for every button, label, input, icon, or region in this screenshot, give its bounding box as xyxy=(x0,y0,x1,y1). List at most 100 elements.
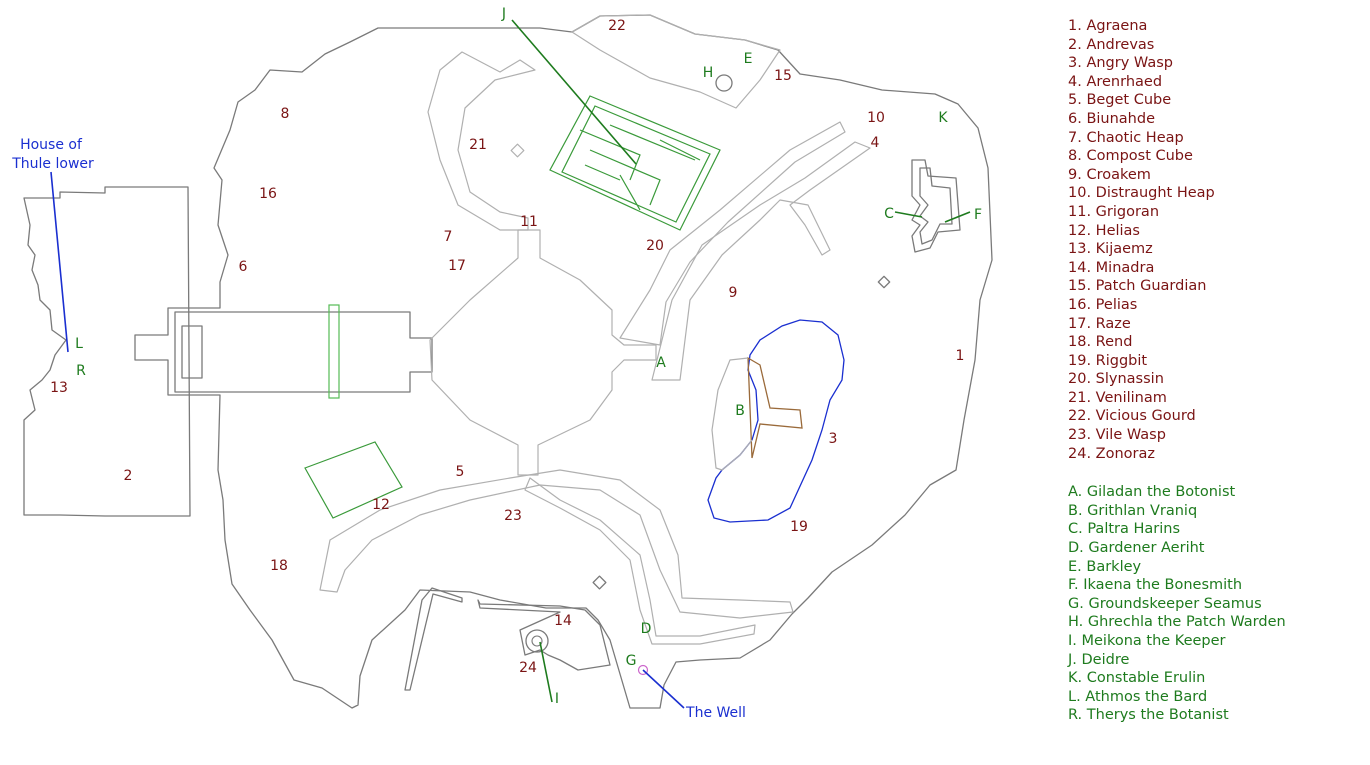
mob-map-label: 15 xyxy=(774,68,792,84)
ne-shrine xyxy=(715,74,733,92)
mob-legend-item: 17. Raze xyxy=(1068,315,1131,332)
npc-map-label: C xyxy=(884,206,894,222)
mob-legend-item: 12. Helias xyxy=(1068,222,1140,239)
east-building xyxy=(911,159,961,253)
green-gate xyxy=(328,304,340,399)
npc-legend-item: G. Groundskeeper Seamus xyxy=(1068,595,1262,612)
pond xyxy=(707,319,845,523)
npc-map-label: B xyxy=(735,403,745,419)
outer-wall xyxy=(134,14,993,709)
mob-map-label: 21 xyxy=(469,137,487,153)
mob-map-label: 8 xyxy=(281,106,290,122)
mob-map-label: 24 xyxy=(519,660,537,676)
npc-legend-item: H. Ghrechla the Patch Warden xyxy=(1068,614,1286,631)
north-path xyxy=(427,51,536,231)
npc-legend-item: E. Barkley xyxy=(1068,558,1142,575)
mob-map-label: 23 xyxy=(504,508,522,524)
mob-map-label: 19 xyxy=(790,519,808,535)
mob-legend-item: 22. Vicious Gourd xyxy=(1068,408,1196,425)
mob-legend-item: 19. Riggbit xyxy=(1068,352,1148,369)
npc-legend-item: I. Meikona the Keeper xyxy=(1068,633,1226,649)
npc-legend-item: F. Ikaena the Bonesmith xyxy=(1068,577,1243,594)
south-path xyxy=(319,469,794,619)
stone-marker-1 xyxy=(510,143,525,158)
mob-legend-item: 13. Kijaemz xyxy=(1068,241,1153,258)
west-hall xyxy=(174,311,433,393)
mob-legend-item: 15. Patch Guardian xyxy=(1068,278,1207,295)
mob-legend-item: 2. Andrevas xyxy=(1068,36,1155,53)
garden-plot xyxy=(304,441,403,519)
npc-legend-item: D. Gardener Aeriht xyxy=(1068,540,1205,557)
mob-map-label: 5 xyxy=(456,464,465,480)
mob-legend-item: 4. Arenrhaed xyxy=(1068,73,1163,90)
npc-legend-item: L. Athmos the Bard xyxy=(1068,688,1208,705)
mob-legend-item: 21. Venilinam xyxy=(1068,389,1167,406)
mob-legend-item: 18. Rend xyxy=(1068,334,1133,351)
south-inner-path xyxy=(524,477,756,645)
south-enclosure-2 xyxy=(477,599,611,671)
mob-map-label: 4 xyxy=(871,135,880,151)
npc-map-label: H xyxy=(703,65,714,81)
house-of-thule-wall xyxy=(23,186,191,517)
npc-legend-item: C. Paltra Harins xyxy=(1068,521,1181,538)
east-path xyxy=(619,121,846,346)
poi-map-label: The Well xyxy=(685,705,746,721)
mob-legend-item: 16. Pelias xyxy=(1068,296,1138,313)
npc-map-label: A xyxy=(656,355,666,371)
poi-map-label: House of xyxy=(20,137,83,153)
mob-map-label: 2 xyxy=(124,468,133,484)
deidre-pointer xyxy=(511,19,637,165)
mob-map-label: 7 xyxy=(444,229,453,245)
npc-map-label: L xyxy=(75,336,83,352)
stone-marker-2 xyxy=(877,275,891,289)
mob-map-label: 1 xyxy=(956,348,965,364)
mob-map-label: 6 xyxy=(239,259,248,275)
mob-map-label: 12 xyxy=(372,497,390,513)
mob-map-label: 9 xyxy=(729,285,738,301)
paltra-pointer xyxy=(894,211,923,218)
meikona-pointer xyxy=(539,641,553,703)
mob-legend-item: 7. Chaotic Heap xyxy=(1068,129,1184,146)
poi-map-label: Thule lower xyxy=(11,156,94,172)
central-plaza xyxy=(429,229,657,476)
npc-map-label: D xyxy=(641,621,652,637)
mob-map-label: 18 xyxy=(270,558,288,574)
map-walls xyxy=(23,14,993,709)
npc-map-label: K xyxy=(938,110,948,126)
stone-marker-3 xyxy=(592,575,607,590)
east-path-2 xyxy=(651,141,871,381)
mob-legend-item: 1. Agraena xyxy=(1068,18,1148,34)
well-pit xyxy=(525,629,549,653)
mob-legend-item: 3. Angry Wasp xyxy=(1068,55,1173,72)
npc-map-label: G xyxy=(626,653,637,669)
npc-legend-item: A. Giladan the Botonist xyxy=(1068,484,1236,501)
npc-legend-item: R. Therys the Botanist xyxy=(1068,707,1229,724)
npc-labels: A B C D E F G H I J K LR xyxy=(75,6,982,707)
west-hall-altar xyxy=(181,325,203,379)
mob-legend-item: 11. Grigoran xyxy=(1068,203,1160,220)
hedge-maze xyxy=(549,95,721,231)
south-enclosure xyxy=(404,587,463,691)
mob-legend-item: 23. Vile Wasp xyxy=(1068,427,1166,444)
mob-map-label: 3 xyxy=(829,431,838,447)
npc-map-label: F xyxy=(974,207,982,223)
mob-map-label: 13 xyxy=(50,380,68,396)
mob-legend-item: 10. Distraught Heap xyxy=(1068,185,1215,202)
mob-map-label: 11 xyxy=(520,214,538,230)
mob-map-label: 10 xyxy=(867,110,885,126)
npc-map-label: I xyxy=(555,691,559,707)
well-pit-inner xyxy=(531,635,543,647)
well-pointer xyxy=(642,669,685,709)
npc-map-label: R xyxy=(76,363,86,379)
bridge xyxy=(747,356,803,459)
mob-legend-item: 5. Beget Cube xyxy=(1068,92,1172,109)
mob-map-label: 17 xyxy=(448,258,466,274)
east-building-inner xyxy=(919,167,953,245)
npc-map-label: J xyxy=(501,6,506,22)
mob-legend-item: 6. Biunahde xyxy=(1068,110,1155,127)
npc-map-label: E xyxy=(744,51,753,67)
